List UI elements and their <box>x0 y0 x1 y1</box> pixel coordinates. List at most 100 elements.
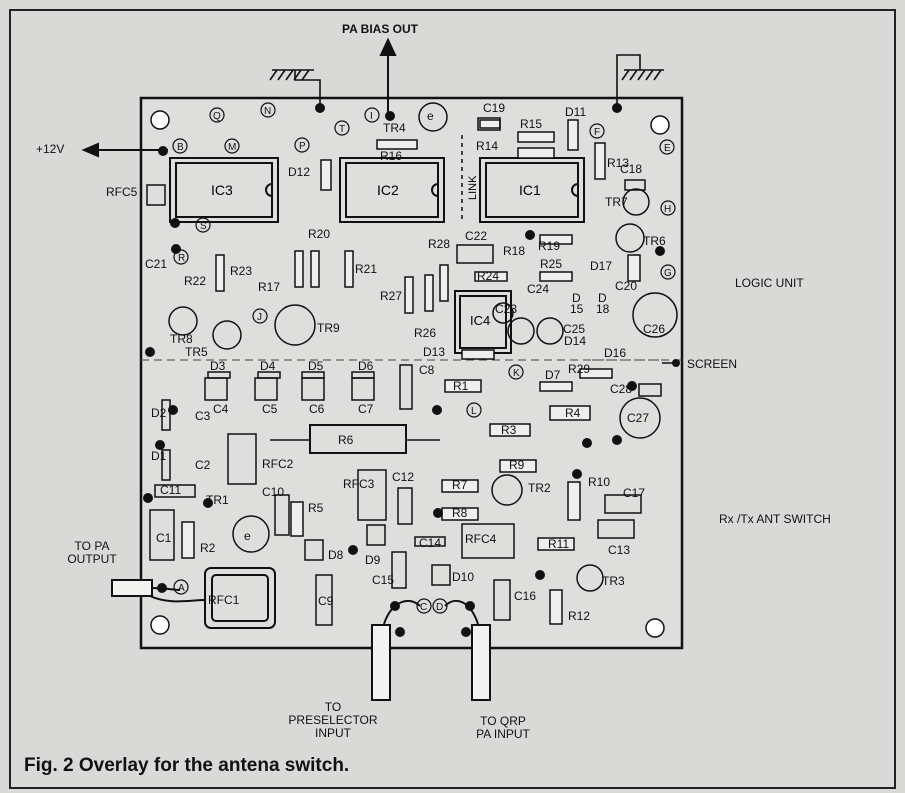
svg-text:R1: R1 <box>453 379 469 393</box>
svg-text:I: I <box>370 111 373 122</box>
svg-text:C8: C8 <box>419 363 435 377</box>
svg-text:D1: D1 <box>151 449 167 463</box>
svg-text:R23: R23 <box>230 264 252 278</box>
svg-text:C27: C27 <box>627 411 649 425</box>
svg-text:E: E <box>664 143 671 154</box>
svg-text:R2: R2 <box>200 541 216 555</box>
lettered-pads <box>172 102 676 614</box>
svg-text:R28: R28 <box>428 237 450 251</box>
svg-text:C20: C20 <box>615 279 637 293</box>
svg-text:TR2: TR2 <box>528 481 551 495</box>
svg-text:D2: D2 <box>151 406 167 420</box>
coax-qrp-pa <box>444 599 491 701</box>
svg-text:R29: R29 <box>568 362 590 376</box>
svg-text:R11: R11 <box>548 537 569 551</box>
ic-label: IC3 <box>211 182 233 198</box>
svg-text:RFC1: RFC1 <box>208 593 240 607</box>
svg-text:R: R <box>178 253 185 264</box>
svg-text:C17: C17 <box>623 486 645 500</box>
svg-text:R5: R5 <box>308 501 324 515</box>
svg-text:TR7: TR7 <box>605 195 628 209</box>
svg-text:R27: R27 <box>380 289 402 303</box>
svg-text:D11: D11 <box>565 105 586 119</box>
pa-bias-out-label: PA BIAS OUT <box>342 22 419 36</box>
svg-text:K: K <box>513 368 520 379</box>
mounting-hole <box>645 618 665 638</box>
svg-text:R18: R18 <box>503 244 525 258</box>
screen-label: SCREEN <box>687 357 738 371</box>
svg-text:C12: C12 <box>392 470 414 484</box>
svg-text:D9: D9 <box>365 553 381 567</box>
svg-text:S: S <box>200 221 207 232</box>
rfc1-inductor <box>204 567 276 629</box>
svg-text:D: D <box>598 291 607 305</box>
svg-text:C24: C24 <box>527 282 549 296</box>
mounting-hole <box>150 615 170 635</box>
svg-text:R17: R17 <box>258 280 280 294</box>
svg-text:18: 18 <box>596 302 610 316</box>
ground-symbol-left <box>269 69 321 105</box>
svg-text:C26: C26 <box>643 322 665 336</box>
screen-leader <box>662 359 680 367</box>
svg-text:C9: C9 <box>318 594 334 608</box>
svg-text:R8: R8 <box>452 506 468 520</box>
to-preselector-input-label: TO PRESELECTOR INPUT <box>288 700 378 740</box>
svg-text:C19: C19 <box>483 101 505 115</box>
svg-text:e: e <box>427 109 434 123</box>
coax-preselector <box>371 599 421 701</box>
svg-text:D: D <box>436 602 443 613</box>
to-pa-output-label: TO PA OUTPUT <box>67 539 117 566</box>
svg-text:R15: R15 <box>520 117 542 131</box>
svg-text:A: A <box>178 583 185 594</box>
ic-package <box>339 157 445 223</box>
svg-text:G: G <box>664 268 672 279</box>
svg-text:D17: D17 <box>590 259 612 273</box>
svg-text:C21: C21 <box>145 257 167 271</box>
svg-text:R21: R21 <box>355 262 377 276</box>
svg-text:C28: C28 <box>610 382 632 396</box>
ic-label: IC1 <box>519 182 541 198</box>
svg-text:C13: C13 <box>608 543 630 557</box>
svg-text:R12: R12 <box>568 609 590 623</box>
svg-text:R6: R6 <box>338 433 354 447</box>
link-label: LINK <box>467 175 479 200</box>
svg-text:R19: R19 <box>538 239 560 253</box>
svg-text:e: e <box>244 529 251 543</box>
svg-text:D7: D7 <box>545 368 561 382</box>
svg-text:C22: C22 <box>465 229 487 243</box>
svg-text:C11: C11 <box>160 483 181 497</box>
svg-text:D5: D5 <box>308 359 324 373</box>
svg-text:Q: Q <box>213 111 221 122</box>
svg-text:M: M <box>228 142 236 153</box>
svg-text:B: B <box>177 142 184 153</box>
svg-text:N: N <box>264 106 271 117</box>
ic-label: IC4 <box>470 313 490 328</box>
svg-text:R9: R9 <box>509 458 525 472</box>
svg-text:TR6: TR6 <box>643 234 666 248</box>
svg-text:H: H <box>664 204 671 215</box>
plus12v-label: +12V <box>36 142 65 156</box>
svg-text:R10: R10 <box>588 475 610 489</box>
transistor-outline <box>168 102 650 592</box>
svg-text:P: P <box>299 141 306 152</box>
svg-text:TR8: TR8 <box>170 332 193 346</box>
svg-text:D12: D12 <box>288 165 310 179</box>
to-qrp-pa-input-label: TO QRP PA INPUT <box>476 714 530 741</box>
svg-text:C: C <box>420 602 427 613</box>
rfc-box <box>146 184 515 559</box>
figure-caption: Fig. 2 Overlay for the antena switch. <box>24 755 350 776</box>
svg-text:15: 15 <box>570 302 584 316</box>
svg-text:R7: R7 <box>452 478 468 492</box>
svg-text:TR1: TR1 <box>206 493 229 507</box>
svg-text:D6: D6 <box>358 359 374 373</box>
svg-text:R24: R24 <box>477 269 499 283</box>
svg-text:C7: C7 <box>358 402 374 416</box>
svg-text:R25: R25 <box>540 257 562 271</box>
svg-text:C6: C6 <box>309 402 325 416</box>
svg-text:RFC5: RFC5 <box>106 185 138 199</box>
svg-text:L: L <box>471 406 477 417</box>
svg-text:D10: D10 <box>452 570 474 584</box>
svg-text:J: J <box>257 312 262 323</box>
